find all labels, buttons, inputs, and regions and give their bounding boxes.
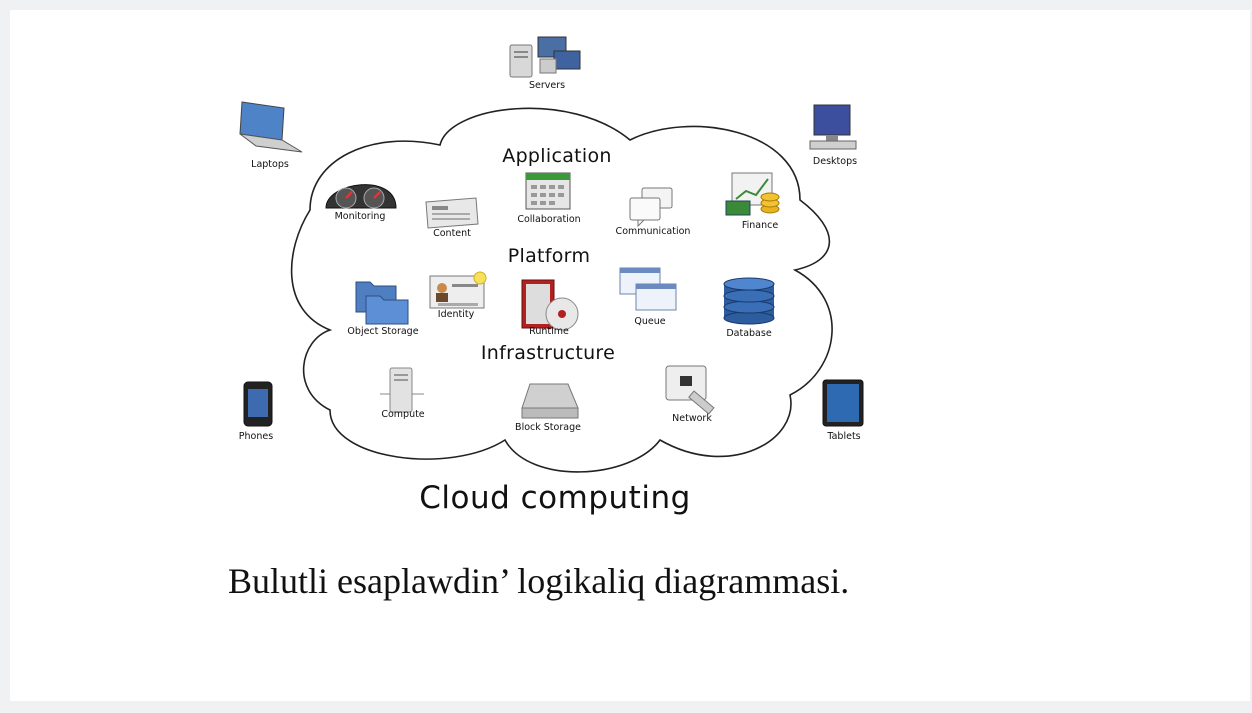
network-icon [665,365,715,415]
label-queue: Queue [634,316,666,327]
cloud-diagram [239,36,864,473]
label-object-storage: Object Storage [347,326,419,337]
communication-icon [629,187,673,228]
figure-frame: Servers Laptops Desktops Phones Tablets … [10,10,1250,701]
label-identity: Identity [437,309,475,320]
label-servers: Servers [528,80,566,91]
servers-icon [509,36,581,78]
object-storage-icon [355,281,409,325]
phones-icon [243,381,273,427]
compute-icon [380,367,424,413]
laptops-icon [239,101,303,153]
diagram-title: Cloud computing [419,480,691,516]
layer-platform-title: Platform [507,245,591,267]
label-collaboration: Collaboration [517,214,581,225]
figure-caption: Bulutli esaplawdin’ logikaliq diagrammas… [228,561,850,601]
label-block-storage: Block Storage [515,422,581,433]
monitoring-icon [325,184,397,209]
label-finance: Finance [741,220,779,231]
runtime-icon [521,279,579,331]
collaboration-icon [525,172,571,210]
finance-icon [725,172,780,216]
layer-infrastructure-title: Infrastructure [480,342,616,364]
tablets-icon [822,379,864,427]
label-phones: Phones [238,431,274,442]
layer-application-title: Application [502,145,612,167]
database-icon [723,277,775,325]
label-compute: Compute [381,409,425,420]
content-icon [425,197,479,229]
label-monitoring: Monitoring [334,211,386,222]
label-desktops: Desktops [812,156,858,167]
label-content: Content [433,228,471,239]
label-network: Network [672,413,712,424]
block-storage-icon [521,383,579,419]
desktops-icon [809,104,857,150]
label-runtime: Runtime [529,326,569,337]
queue-icon [619,267,677,311]
label-communication: Communication [615,226,691,237]
identity-icon [429,271,487,309]
label-database: Database [726,328,772,339]
label-tablets: Tablets [827,431,861,442]
label-laptops: Laptops [251,159,289,170]
